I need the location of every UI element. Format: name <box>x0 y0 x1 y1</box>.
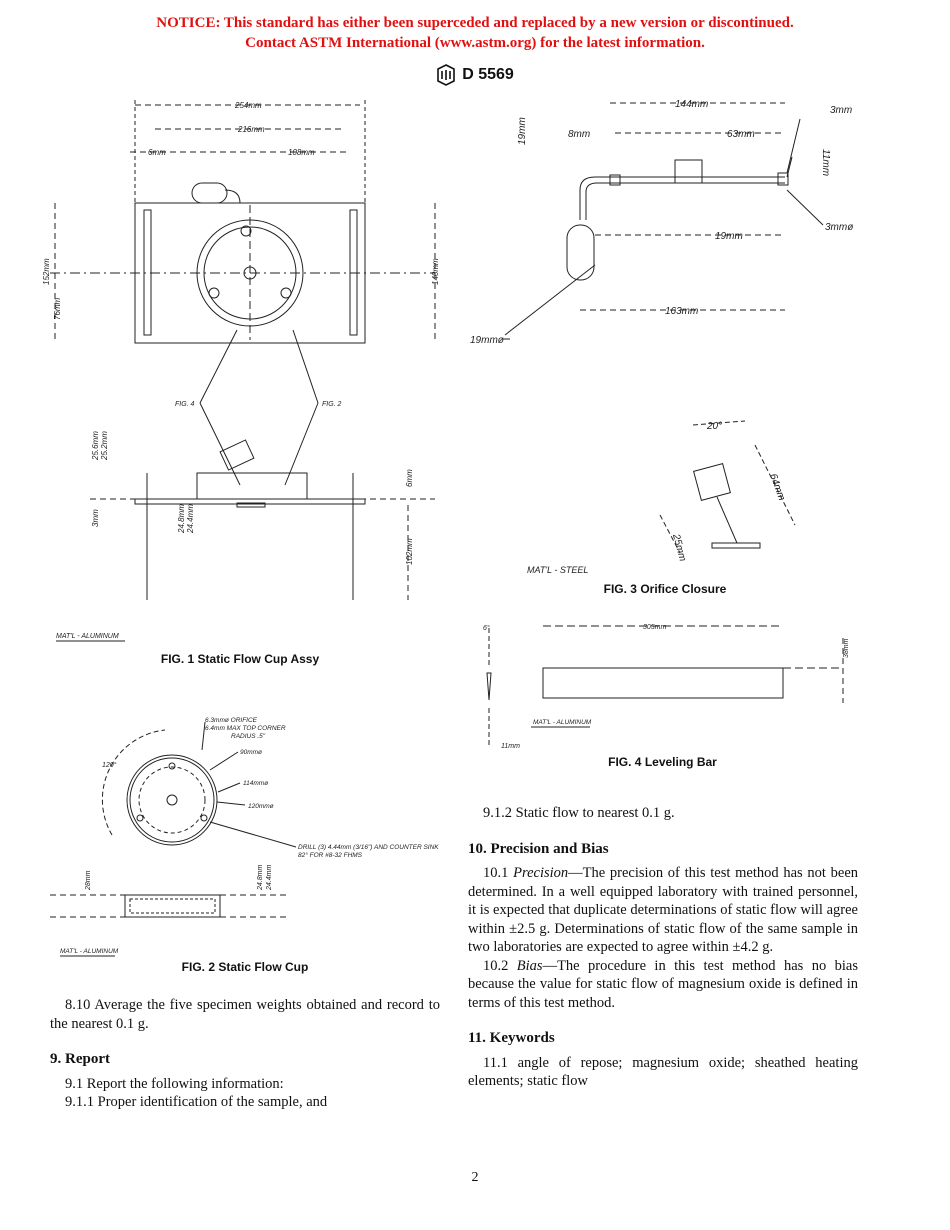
para-10-2: 10.2 Bias—The procedure in this test met… <box>468 957 858 1013</box>
fig2-material: MAT'L - ALUMINUM <box>60 948 119 955</box>
callout-fig-4: FIG. 4 <box>175 401 195 408</box>
astm-logo-icon <box>437 64 456 86</box>
dim-25mm: 25mm <box>670 532 688 563</box>
dim-152mm: 152mm <box>42 258 51 285</box>
note-drill-2: 82° FOR #8-32 FHMS <box>298 851 363 859</box>
dim-76mm: 76mm <box>53 297 62 320</box>
note-drill-1: DRILL (3) 4.44mm (3/16") AND COUNTER SIN… <box>298 844 439 851</box>
fig3-caption: FIG. 3 Orifice Closure <box>603 582 727 596</box>
para-10-2-number: 10.2 <box>483 957 509 974</box>
dim-19mm-horizontal: 19mm <box>715 231 743 242</box>
dim-114mm: 114mmø <box>243 780 268 787</box>
fig2-angle-120: 120° <box>102 761 117 769</box>
page-number: 2 <box>471 1170 479 1185</box>
heading-10-precision-bias: 10. Precision and Bias <box>468 840 609 857</box>
figure-3-drawing: 144mm 3mm 19mm 8mm 63mm 11mm 3mmø 19mmø … <box>465 95 875 575</box>
dim-38mm: 38mm <box>843 638 850 658</box>
designation: D 5569 <box>462 66 514 84</box>
dim-6deg: 6° <box>483 624 490 632</box>
fig1-caption: FIG. 1 Static Flow Cup Assy <box>160 652 320 666</box>
fig3-material: MAT'L - STEEL <box>527 565 588 575</box>
para-9-1: 9.1 Report the following information: <box>65 1075 284 1092</box>
note-orifice-1: 6.3mmø ORIFICE <box>205 717 258 724</box>
dim-90mm: 90mmø <box>240 749 262 756</box>
dim-102mm: 102mm <box>405 538 414 565</box>
dim-3mm-dia: 3mmø <box>825 222 853 233</box>
dim-108mm: 108mm <box>288 148 315 157</box>
angle-20-deg: 20° <box>706 421 722 432</box>
para-10-2-body: —The procedure in this test method has n… <box>468 957 858 1011</box>
right-column-text: 9.1.2 Static flow to nearest 0.1 g. 10. … <box>468 804 858 1091</box>
dim-3mm: 3mm <box>91 509 100 527</box>
para-11-1: 11.1 angle of repose; magnesium oxide; s… <box>468 1054 858 1090</box>
dim-163mm: 163mm <box>665 306 698 317</box>
para-10-1: 10.1 Precision—The precision of this tes… <box>468 864 858 957</box>
para-10-1-number: 10.1 <box>483 865 509 881</box>
dim-6mm-side: 6mm <box>405 469 414 487</box>
dim-3mm-top: 3mm <box>830 105 852 116</box>
dim-216mm: 216mm <box>237 125 265 134</box>
note-orifice-2: 6.4mm MAX TOP CORNER <box>205 725 286 732</box>
dim-11mm: 11mm <box>820 149 831 176</box>
fig2-caption: FIG. 2 Static Flow Cup <box>181 960 309 974</box>
dim-25-2mm: 25.2mm <box>100 431 109 461</box>
dim-8mm: 8mm <box>568 129 590 140</box>
dim-24-8mm-cup: 24.8mm <box>257 865 264 891</box>
dim-19mm-dia: 19mmø <box>470 335 504 346</box>
fig4-material: MAT'L - ALUMINUM <box>533 719 592 726</box>
dim-19mm-vertical: 19mm <box>517 117 528 145</box>
callout-fig-2: FIG. 2 <box>322 401 342 408</box>
notice-line-1: NOTICE: This standard has either been su… <box>156 15 794 31</box>
dim-63mm: 63mm <box>727 129 755 140</box>
dim-254mm: 254mm <box>234 101 262 110</box>
standard-header: D 5569 <box>0 64 950 86</box>
dim-305mm: 305mm <box>643 624 667 631</box>
para-10-1-body: —The precision of this test method has n… <box>468 865 858 955</box>
dim-64mm: 64mm <box>767 472 787 502</box>
figure-2-drawing: 120° 6.3mmø ORIFICE 6.4mm MAX TOP CORNER… <box>40 710 450 960</box>
para-9-1-2: 9.1.2 Static flow to nearest 0.1 g. <box>483 805 675 821</box>
dim-28mm: 28mm <box>85 870 92 891</box>
fig1-material: MAT'L - ALUMINUM <box>56 633 119 640</box>
note-orifice-3: RADIUS .5" <box>231 733 266 740</box>
left-column-text: 8.10 Average the five specimen weights o… <box>50 996 440 1112</box>
para-9-1-1: 9.1.1 Proper identification of the sampl… <box>65 1094 328 1110</box>
notice-line-2: Contact ASTM International (www.astm.org… <box>245 35 705 51</box>
para-10-2-term: Bias <box>516 957 543 974</box>
dim-24-4mm: 24.4mm <box>186 504 195 534</box>
dim-24-4mm-cup: 24.4mm <box>266 865 273 891</box>
figure-1-drawing: 254mm 216mm 6mm 108mm 152mm 76mm 140mm F… <box>40 95 440 655</box>
dim-11mm-bar: 11mm <box>501 743 520 750</box>
dim-140mm: 140mm <box>431 258 440 285</box>
dim-144mm: 144mm <box>675 99 708 110</box>
dim-24-8mm: 24.8mm <box>177 504 186 534</box>
para-8-10: 8.10 Average the five specimen weights o… <box>50 997 440 1032</box>
dim-120mm: 120mmø <box>248 803 274 810</box>
para-10-1-term: Precision <box>513 865 569 881</box>
fig4-caption: FIG. 4 Leveling Bar <box>608 755 717 769</box>
heading-9-report: 9. Report <box>50 1051 110 1067</box>
dim-6mm: 6mm <box>148 148 166 157</box>
dim-25-6mm: 25.6mm <box>91 431 100 461</box>
figure-4-drawing: 305mm 38mm 6° 11mm MAT'L - ALUMINUM <box>465 618 865 753</box>
heading-11-keywords: 11. Keywords <box>468 1030 555 1046</box>
